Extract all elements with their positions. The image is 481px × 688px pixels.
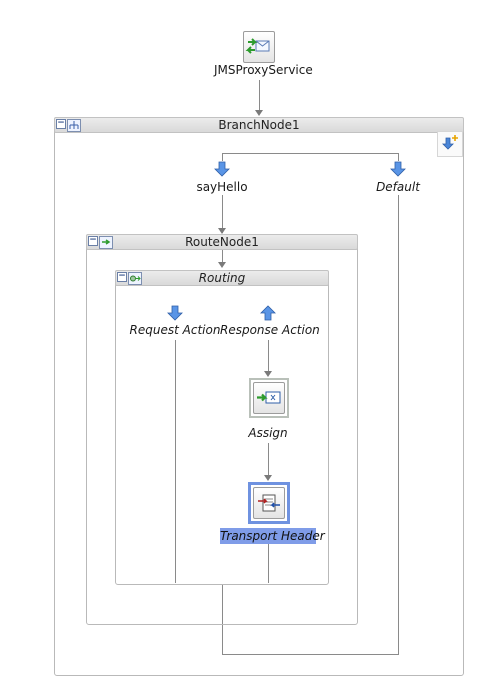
- branch-say-hello-label[interactable]: sayHello: [196, 180, 248, 194]
- response-action-arrow-icon: [260, 305, 276, 321]
- add-branch-icon[interactable]: [437, 131, 463, 157]
- branch-default-label[interactable]: Default: [376, 180, 420, 194]
- transport-header-icon: [253, 487, 285, 519]
- branch-top-connector: [222, 153, 399, 154]
- branch-node-header[interactable]: BranchNode1: [54, 117, 464, 133]
- branch-node-icon: [67, 119, 81, 132]
- routing-collapse-toggle[interactable]: −: [117, 271, 127, 282]
- envelope-proxy-icon: [245, 38, 270, 54]
- route-node-title: RouteNode1: [185, 235, 259, 249]
- routing-header[interactable]: Routing: [115, 270, 329, 286]
- branch-node-collapse-toggle[interactable]: −: [56, 118, 66, 129]
- default-branch-connector: [398, 195, 399, 655]
- say-hello-branch-arrow-icon: [214, 161, 230, 177]
- route-node-icon: [99, 236, 113, 249]
- assign-action-frame[interactable]: [249, 378, 289, 418]
- assign-to-transport-connector: [268, 443, 269, 476]
- request-action-arrow-icon: [167, 305, 183, 321]
- say-hello-arrowhead: [218, 228, 226, 234]
- route-to-routing-connector: [222, 250, 223, 263]
- request-action-label[interactable]: Request Action: [129, 323, 221, 337]
- routing-icon: [128, 272, 142, 285]
- transport-header-action-frame[interactable]: [248, 482, 290, 524]
- connector-arrowhead: [255, 110, 263, 116]
- assign-label[interactable]: Assign: [248, 426, 288, 440]
- assign-icon: [253, 382, 285, 414]
- route-to-routing-arrowhead: [218, 262, 226, 268]
- assign-to-transport-arrowhead: [264, 475, 272, 481]
- connector-line: [259, 80, 260, 112]
- request-action-line: [175, 340, 176, 583]
- transport-header-out-line: [268, 544, 269, 583]
- response-to-assign-arrowhead: [264, 371, 272, 377]
- transport-header-label[interactable]: Transport Header: [220, 528, 325, 544]
- response-to-assign-connector: [268, 340, 269, 372]
- say-hello-down-connector: [222, 195, 223, 233]
- branch-right-connector-top: [398, 153, 399, 161]
- proxy-service-label[interactable]: JMSProxyService: [214, 63, 313, 77]
- jms-proxy-service-icon[interactable]: [243, 31, 275, 63]
- branch-left-connector: [222, 153, 223, 161]
- route-out-connector: [222, 584, 223, 655]
- route-node-collapse-toggle[interactable]: −: [88, 235, 98, 246]
- response-action-label[interactable]: Response Action: [220, 323, 320, 337]
- route-node-header[interactable]: RouteNode1: [86, 234, 358, 250]
- routing-title: Routing: [198, 271, 246, 285]
- branch-node-title: BranchNode1: [218, 118, 300, 132]
- default-branch-arrow-icon: [390, 161, 406, 177]
- branch-bottom-connector: [222, 654, 399, 655]
